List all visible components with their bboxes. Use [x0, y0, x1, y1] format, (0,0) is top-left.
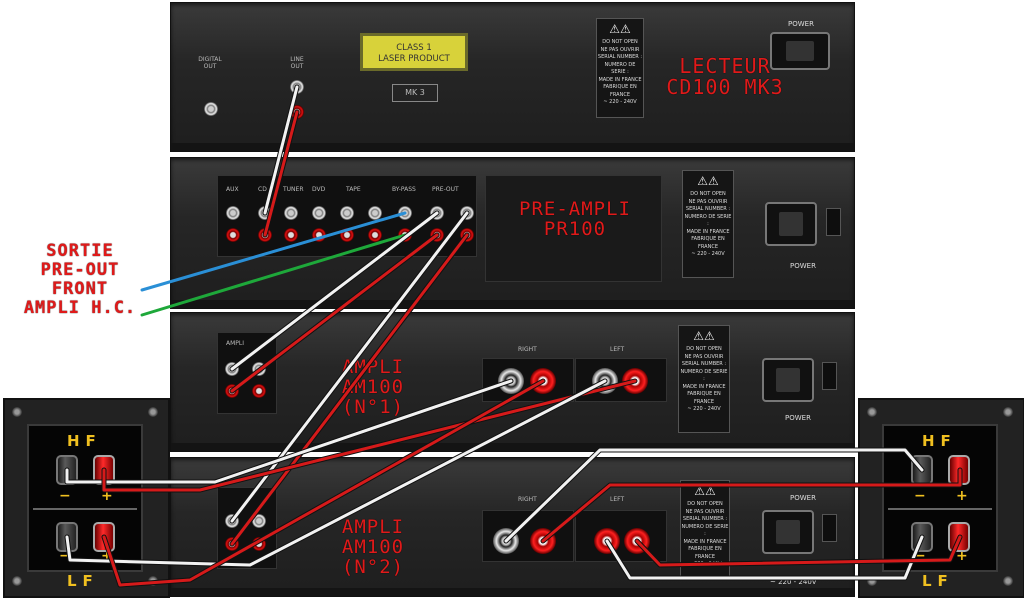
screw-icon — [12, 576, 22, 586]
input-aux-label: AUX — [226, 186, 239, 193]
screw-icon — [867, 407, 877, 417]
amp1-warning-plate: ⚠⚠ DO NOT OPEN NE PAS OUVRIR SERIAL NUMB… — [678, 325, 730, 433]
lf-label: LF — [67, 572, 99, 590]
screw-icon — [148, 407, 158, 417]
amp2-power-socket[interactable] — [762, 510, 814, 554]
cd-power-label: POWER — [788, 20, 814, 28]
amp1-right-output-panel — [482, 358, 574, 402]
left-speaker-terminal-plate: HF − + − + LF — [3, 398, 170, 598]
warning-triangle-icon: ⚠⚠ — [697, 174, 719, 188]
dvd-left-jack[interactable] — [312, 206, 326, 220]
amp2-power-switch[interactable] — [822, 514, 837, 542]
preamp-warning-plate: ⚠⚠ DO NOT OPEN NE PAS OUVRIR SERIAL NUMB… — [682, 170, 734, 278]
preout-front-note: SORTIE PRE-OUT FRONT AMPLI H.C. — [23, 241, 137, 319]
hf-label: HF — [67, 432, 102, 450]
amp1-input-label: AMPLI — [226, 340, 245, 347]
cd-player — [170, 2, 855, 152]
amp2-white-hf-cable — [503, 447, 925, 544]
input-dvd-label: DVD — [312, 186, 326, 193]
input-bypass-label: BY-PASS — [392, 186, 416, 193]
hf-label: HF — [922, 432, 957, 450]
minus-label: − — [59, 548, 71, 564]
minus-label: − — [914, 488, 926, 504]
screw-icon — [1003, 576, 1013, 586]
plus-label: + — [956, 548, 968, 564]
amp2-warning-plate: ⚠⚠ DO NOT OPEN NE PAS OUVRIR SERIAL NUMB… — [680, 480, 730, 578]
amp2-red-hf-cable — [540, 467, 963, 544]
tape-in-left-jack[interactable] — [340, 206, 354, 220]
cd-warning-plate: ⚠⚠ DO NOT OPEN NE PAS OUVRIR SERIAL NUMB… — [596, 18, 644, 118]
input-tape-label: TAPE — [346, 186, 361, 193]
preamp-power-socket[interactable] — [765, 202, 817, 246]
amp1-power-switch[interactable] — [822, 362, 837, 390]
amp2-label: AMPLI AM100 (N°2) — [341, 516, 405, 578]
green-cable — [140, 233, 407, 317]
amp1-left-output-panel — [575, 358, 667, 402]
laser-line-1: CLASS 1 — [396, 43, 432, 53]
plus-label: + — [101, 488, 113, 504]
amp1-left-label: LEFT — [610, 346, 625, 353]
amp1-power-label: POWER — [785, 414, 811, 422]
line-out-label: LINE OUT — [290, 56, 304, 70]
amp2-power-label: POWER — [790, 494, 816, 502]
minus-label: − — [914, 548, 926, 564]
plus-label: + — [101, 548, 113, 564]
minus-label: − — [59, 488, 71, 504]
model-badge: MK 3 — [392, 84, 438, 102]
amp1-left-red-cable — [101, 378, 638, 493]
amp1-power-socket[interactable] — [762, 358, 814, 402]
amp2-left-label: LEFT — [610, 496, 625, 503]
preamp-label: PRE-AMPLI PR100 — [519, 198, 631, 240]
tape-out-left-jack[interactable] — [368, 206, 382, 220]
warning-triangle-icon: ⚠⚠ — [693, 329, 715, 343]
cd-player-label: LECTEUR CD100 MK3 — [666, 54, 784, 99]
digital-out-jack[interactable] — [204, 102, 218, 116]
amp2-voltage-label: ~ 220 - 240V — [770, 578, 817, 586]
screw-icon — [1003, 407, 1013, 417]
input-tuner-label: TUNER — [283, 186, 304, 193]
preamp-power-switch[interactable] — [826, 208, 841, 236]
blue-cable — [140, 211, 407, 292]
aux-right-jack[interactable] — [226, 228, 240, 242]
tuner-left-jack[interactable] — [284, 206, 298, 220]
amp2-right-label: RIGHT — [518, 496, 537, 503]
screw-icon — [12, 407, 22, 417]
plus-label: + — [956, 488, 968, 504]
input-preout-label: PRE-OUT — [432, 186, 459, 193]
tape-out-right-jack[interactable] — [368, 228, 382, 242]
amp1-right-label: RIGHT — [518, 346, 537, 353]
preamp-power-label: POWER — [790, 262, 816, 270]
lf-label: LF — [922, 572, 954, 590]
laser-product-label: CLASS 1 LASER PRODUCT — [360, 33, 468, 71]
amp1-in2-right-jack[interactable] — [252, 384, 266, 398]
laser-line-2: LASER PRODUCT — [378, 54, 450, 65]
tuner-right-jack[interactable] — [284, 228, 298, 242]
screw-icon — [867, 576, 877, 586]
digital-out-label: DIGITAL OUT — [198, 56, 222, 70]
aux-left-jack[interactable] — [226, 206, 240, 220]
amp2-in2-left-jack[interactable] — [252, 514, 266, 528]
cd-power-socket[interactable] — [770, 32, 830, 70]
preamp-blank-panel — [485, 175, 662, 282]
warning-triangle-icon: ⚠⚠ — [609, 22, 631, 36]
input-cd-label: CD — [258, 186, 267, 193]
